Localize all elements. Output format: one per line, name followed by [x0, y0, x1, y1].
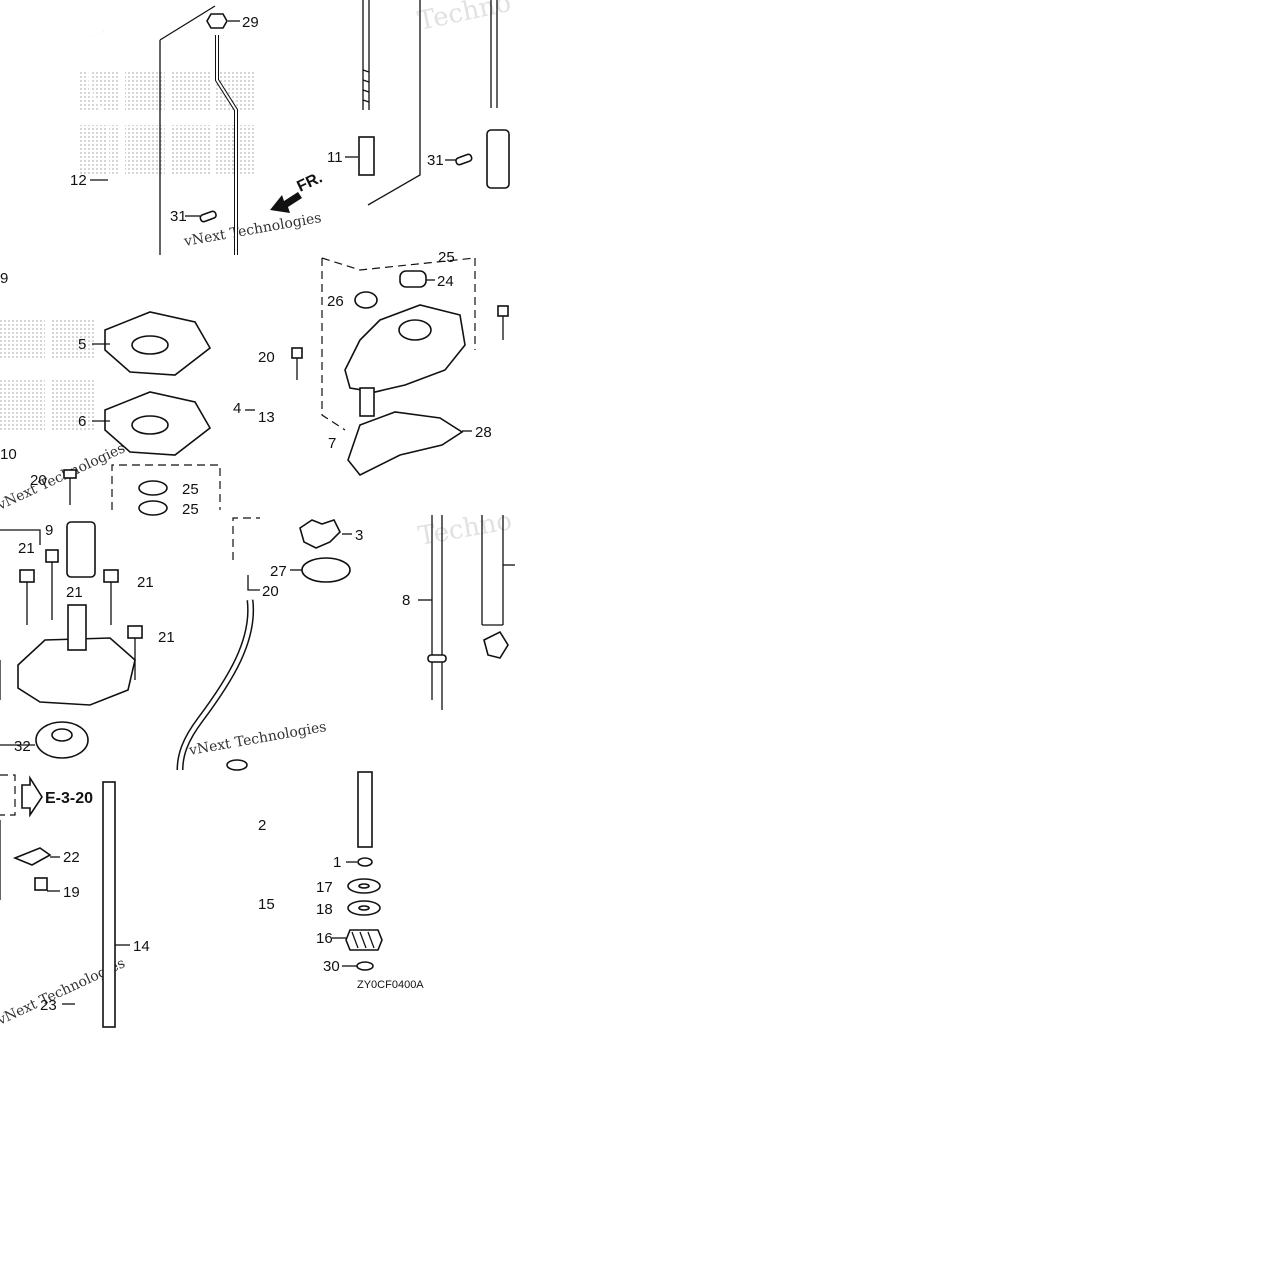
callout-14: 14 [133, 938, 150, 955]
seal-25a [138, 480, 168, 496]
callout-1: 1 [333, 854, 341, 871]
callout-15: 15 [258, 896, 275, 913]
callout-31-left: 31 [170, 208, 187, 225]
callout-23: 23 [40, 997, 57, 1014]
page-ref-arrow-icon [21, 775, 43, 818]
callout-20-low: 20 [262, 583, 279, 600]
callout-25b: 25 [182, 501, 199, 518]
pump-housing-7 [344, 304, 466, 393]
callout-2: 2 [258, 817, 266, 834]
shaft-2 [357, 771, 373, 848]
callout-21d: 21 [158, 629, 175, 646]
bearing-24 [399, 270, 427, 288]
watermark-techno-mid: Techno [416, 506, 514, 552]
callout-27: 27 [270, 563, 287, 580]
watermark-vnext-2: vNext Technologies [187, 719, 328, 759]
callout-8: 8 [402, 592, 410, 609]
callout-21a: 21 [18, 540, 35, 557]
callout-7: 7 [328, 435, 336, 452]
callout-32: 32 [14, 738, 31, 755]
bolt-21d [127, 625, 143, 639]
callout-25-top: 25 [438, 249, 455, 266]
callout-16: 16 [316, 930, 333, 947]
panel-impeller: 3 27 20 [176, 517, 363, 771]
bolt-21c [103, 569, 119, 583]
callout-25a: 25 [182, 481, 199, 498]
callout-26: 26 [327, 293, 344, 310]
callout-19: 19 [63, 884, 80, 901]
gasket-28 [347, 411, 464, 477]
callout-4: 4 [233, 400, 241, 417]
panel-drive-tube: 8 [402, 515, 515, 710]
watermark-techno-top: Techno [415, 0, 514, 37]
callout-31-right: 31 [427, 152, 444, 169]
bolt-21b [45, 549, 59, 563]
callout-29: 29 [242, 14, 259, 31]
callout-9-mid: 9 [45, 522, 53, 539]
bolt-20-mid [291, 347, 303, 359]
panel-gear-stack: 2 15 1 17 18 16 30 ZY0CF0400A [258, 771, 424, 991]
plate-22 [12, 847, 52, 866]
panel-upper-right-rods: 11 31 [327, 0, 510, 206]
panel-drive-shaft: E-3-20 22 19 14 23 [0, 774, 150, 1028]
bolt-21a [19, 569, 35, 583]
panel-gaskets: 9 5 6 10 20 25 25 [0, 270, 221, 518]
callout-10: 10 [0, 446, 17, 463]
callout-18: 18 [316, 901, 333, 918]
callout-11: 11 [327, 149, 343, 166]
callout-30: 30 [323, 958, 340, 975]
pin-31-right [455, 153, 473, 166]
bolt-19 [34, 877, 48, 891]
pin-31-left [199, 210, 217, 223]
linkage-bracket [486, 129, 510, 189]
drawing-code: ZY0CF0400A [357, 979, 424, 991]
panel-pump-housing: 25 26 24 20 4 13 7 28 [233, 249, 509, 477]
seal-25b [138, 500, 168, 516]
callout-13: 13 [258, 409, 275, 426]
page-reference: E-3-20 [45, 790, 93, 807]
arrow-fr-icon: FR. [270, 169, 325, 213]
callout-22: 22 [63, 849, 80, 866]
callout-17: 17 [316, 879, 333, 896]
callout-6: 6 [78, 413, 86, 430]
sleeve-9 [66, 521, 96, 578]
callout-20-mid: 20 [258, 349, 275, 366]
panel-pump-base: 9 21 21 21 21 32 [0, 521, 175, 759]
callout-12: 12 [70, 172, 87, 189]
callout-3: 3 [355, 527, 363, 544]
callout-20-left: 20 [30, 472, 47, 489]
callout-9-top: 9 [0, 270, 8, 287]
clip-1 [357, 857, 373, 867]
callout-5: 5 [78, 336, 86, 353]
o-ring-27 [301, 557, 351, 583]
callout-28: 28 [475, 424, 492, 441]
callout-21c: 21 [137, 574, 154, 591]
gear-16 [345, 929, 383, 951]
pump-base [17, 637, 136, 706]
callout-21b: 21 [66, 584, 83, 601]
clip-30 [356, 961, 374, 971]
coupler-11 [358, 136, 375, 176]
svg-text:FR.: FR. [295, 169, 326, 195]
callout-24: 24 [437, 273, 454, 290]
seal-26 [354, 291, 378, 309]
honda-marine-logo-watermark [0, 70, 255, 430]
nut-29 [206, 13, 228, 29]
impeller-3 [299, 519, 341, 549]
fitting [483, 630, 509, 659]
shaft-14 [102, 781, 116, 1028]
bolt-20-left [63, 469, 77, 479]
